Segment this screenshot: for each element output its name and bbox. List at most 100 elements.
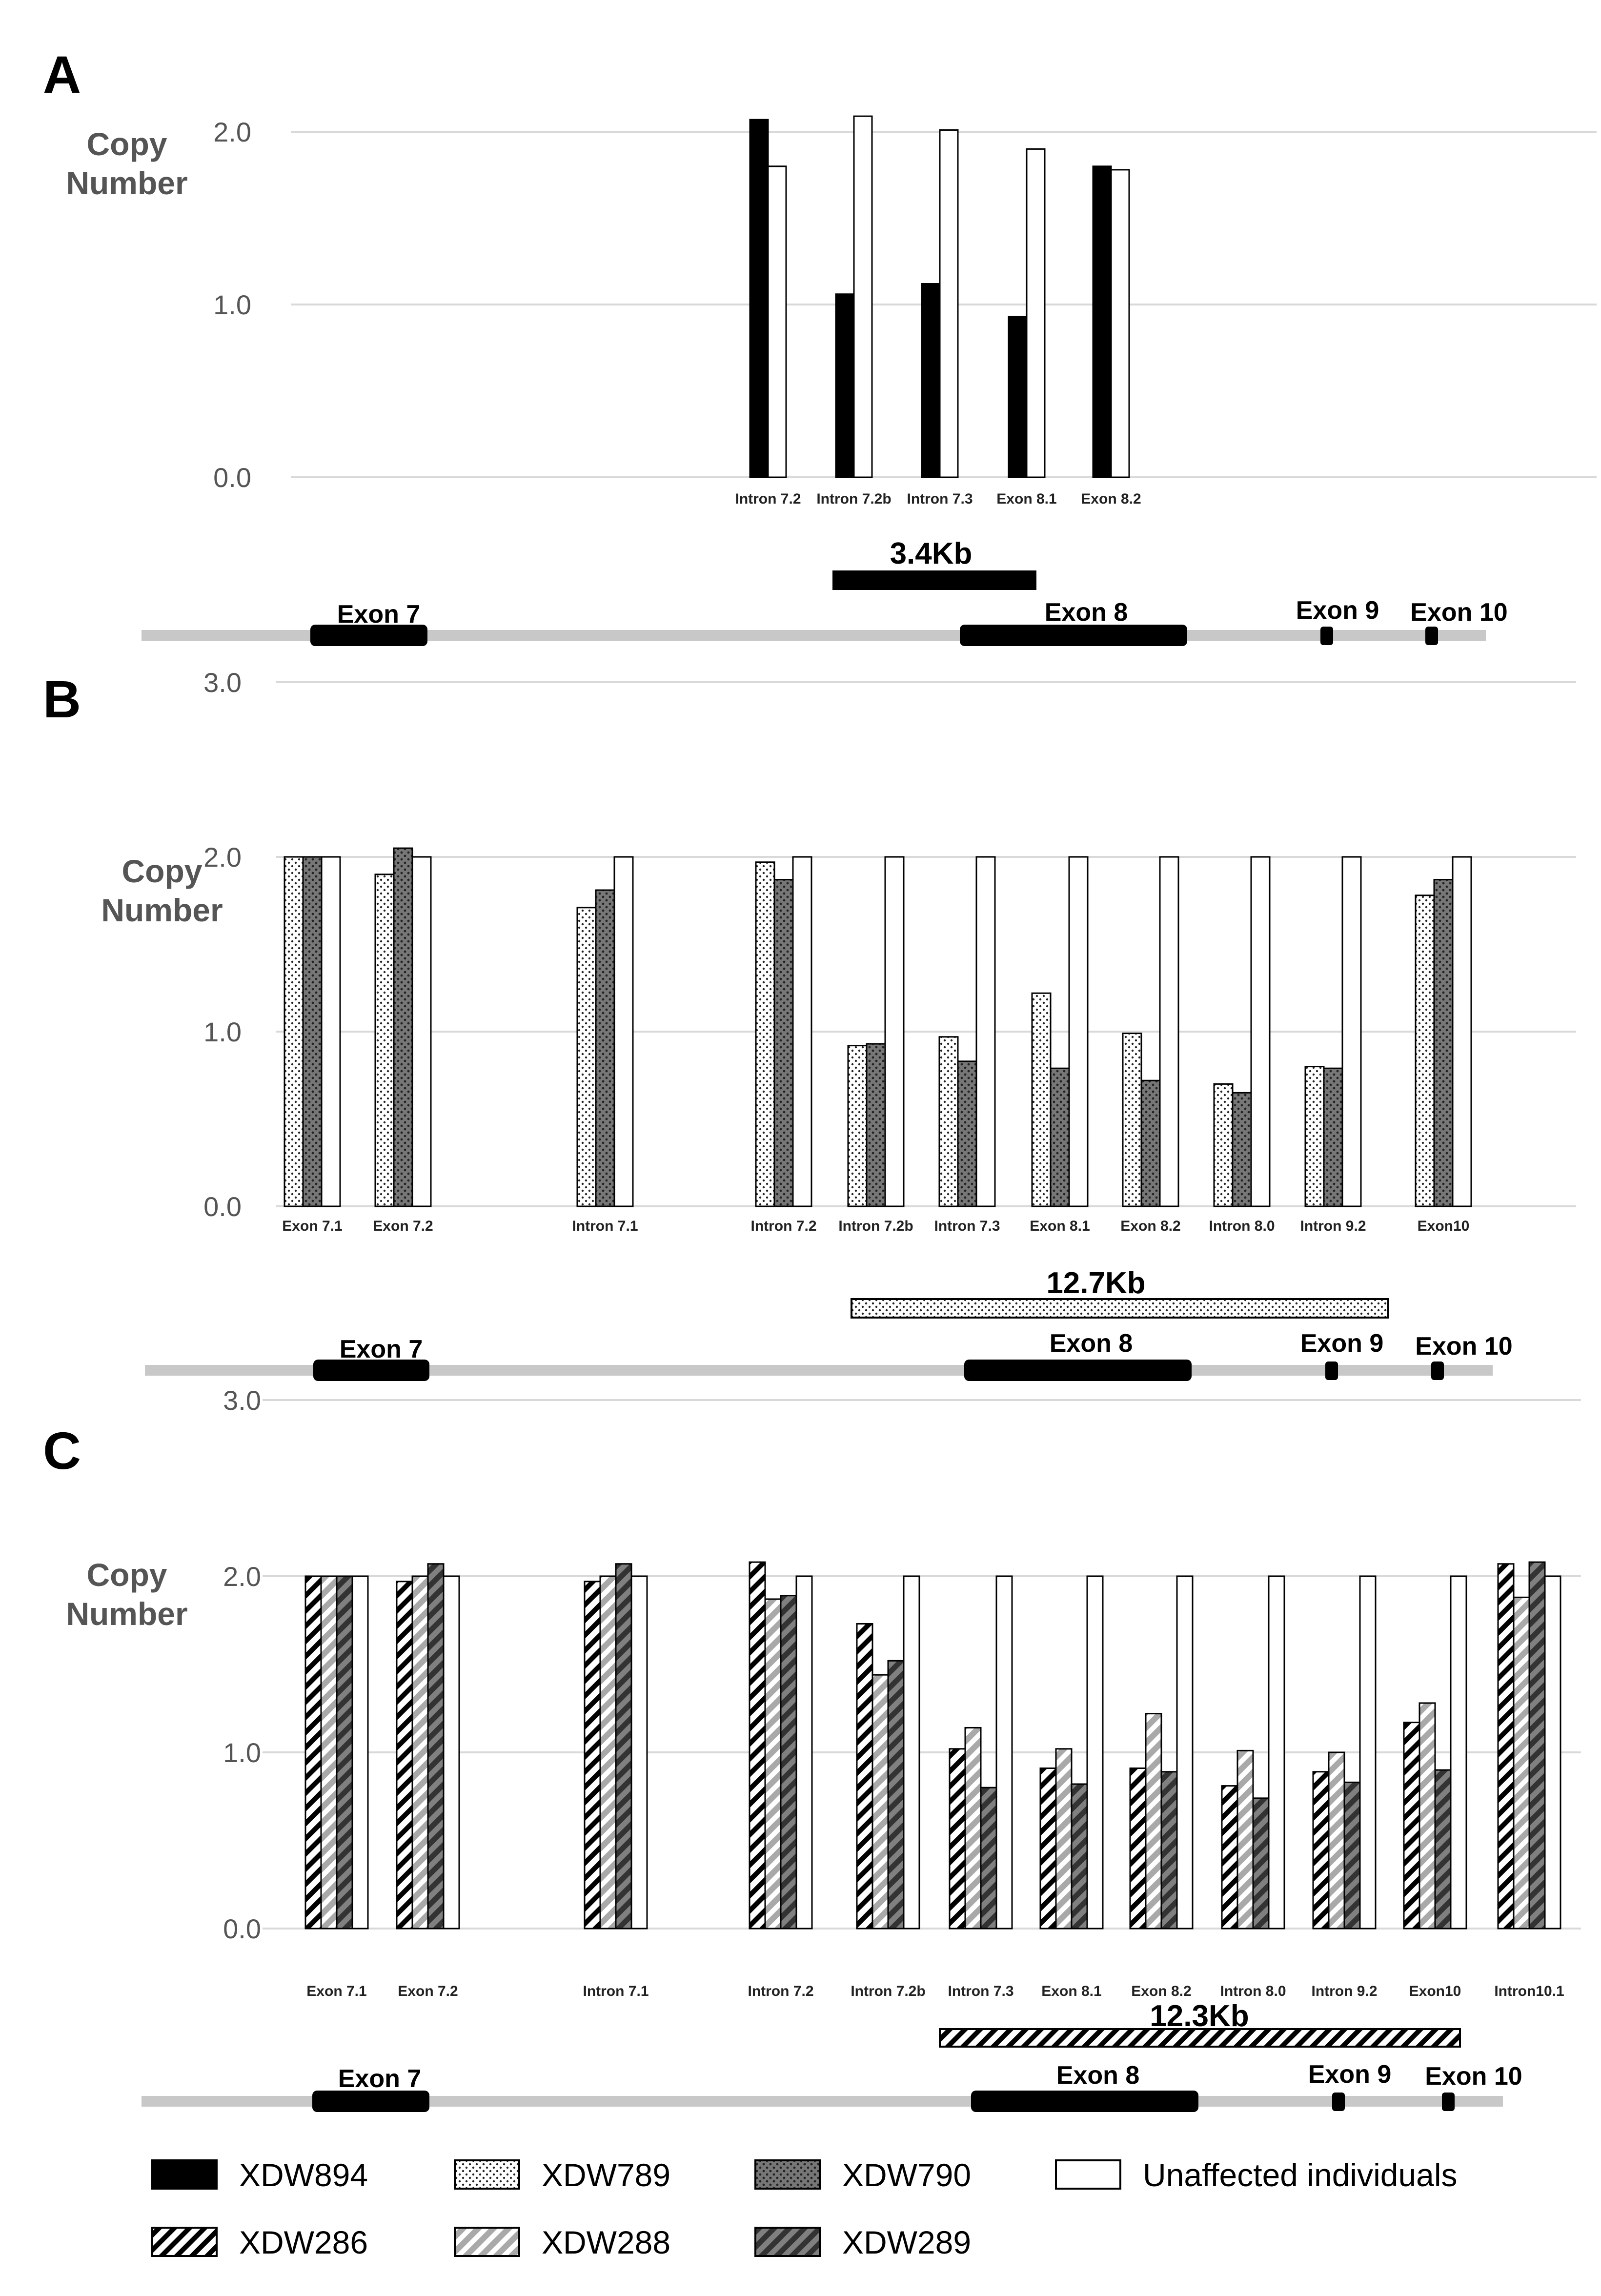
bar-xdw288-intron-9-2: [1328, 1751, 1345, 1930]
bar-xdw289-intron-7-2b: [887, 1660, 905, 1930]
y-axis-label-line1: Copy: [87, 126, 167, 162]
bar-xdw790-exon10: [1433, 879, 1454, 1207]
bar-xdw789-intron-8-0: [1213, 1083, 1234, 1207]
category-label: Intron 9.2: [1311, 1983, 1377, 1999]
category-label: Exon 8.2: [1120, 1218, 1180, 1234]
y-tick-label: 1.0: [223, 1737, 261, 1768]
exon-10-label: Exon 10: [1410, 598, 1507, 627]
bar-unaffected-individuals-intron-7-2: [792, 856, 812, 1207]
bar-xdw288-exon-8-2: [1145, 1713, 1162, 1930]
legend-label-xdw289: XDW289: [842, 2224, 971, 2260]
deletion-span-bar: [832, 570, 1036, 590]
category-label: Exon 7.2: [373, 1218, 433, 1234]
category-label: Intron 7.3: [934, 1218, 1000, 1234]
category-label: Intron 7.2b: [838, 1218, 913, 1234]
category-label: Intron 7.2: [748, 1983, 813, 1999]
bar-unaffected-individuals-intron10-1: [1544, 1575, 1561, 1930]
bar-xdw289-exon-8-2: [1160, 1771, 1178, 1930]
bar-xdw894-exon-8-2: [1092, 165, 1112, 478]
legend-label-xdw789: XDW789: [542, 2157, 670, 2193]
y-tick-label: 2.0: [213, 117, 251, 147]
category-label: Intron10.1: [1494, 1983, 1564, 1999]
bar-unaffected-individuals-intron-7-2: [767, 165, 787, 478]
bar-xdw790-intron-9-2: [1323, 1067, 1343, 1207]
bar-unaffected-individuals-exon-8-2: [1159, 856, 1179, 1207]
legend-label-xdw790: XDW790: [842, 2157, 971, 2193]
exon-8-block: [971, 2091, 1198, 2112]
deletion-span-label: 3.4Kb: [890, 537, 973, 570]
bar-unaffected-individuals-intron-7-2b: [884, 856, 905, 1207]
category-label: Exon 7.1: [306, 1983, 366, 1999]
y-tick-label: 1.0: [203, 1016, 242, 1047]
bar-unaffected-individuals-intron-7-2b: [903, 1575, 920, 1930]
bar-unaffected-individuals-exon-7-1: [351, 1575, 369, 1930]
bar-unaffected-individuals-intron-7-1: [613, 856, 634, 1207]
bar-xdw790-intron-7-1: [595, 889, 615, 1207]
panel-label-c: C: [43, 1421, 81, 1480]
category-label: Exon 7.2: [398, 1983, 458, 1999]
legend-swatch-xdw790: [754, 2159, 821, 2190]
bar-unaffected-individuals-intron-7-1: [630, 1575, 648, 1930]
exon-10-block: [1425, 627, 1438, 645]
bar-xdw289-intron-8-0: [1252, 1797, 1270, 1930]
bar-xdw286-intron-7-2b: [856, 1623, 873, 1930]
exon-7-label: Exon 7: [337, 600, 421, 629]
category-label: Intron 7.2b: [816, 491, 891, 507]
bar-unaffected-individuals-exon-8-1: [1026, 148, 1046, 478]
exon-10-label: Exon 10: [1425, 2062, 1522, 2091]
bar-xdw288-intron-8-0: [1236, 1749, 1254, 1930]
category-label: Intron 7.3: [907, 491, 973, 507]
bar-xdw790-intron-8-0: [1232, 1092, 1252, 1207]
exon-8-label: Exon 8: [1050, 1329, 1133, 1358]
exon-9-label: Exon 9: [1308, 2060, 1392, 2089]
category-label: Intron 7.1: [583, 1983, 649, 1999]
bar-xdw289-exon-7-2: [427, 1563, 445, 1930]
legend-swatch-unaffected-individuals: [1055, 2159, 1121, 2190]
exon-8-label: Exon 8: [1056, 2061, 1140, 2090]
bar-unaffected-individuals-exon-7-2: [411, 856, 432, 1207]
bar-unaffected-individuals-intron-7-2: [795, 1575, 813, 1930]
category-label: Exon 8.1: [1030, 1218, 1090, 1234]
y-axis-label-line2: Number: [66, 1596, 187, 1632]
category-label: Exon 7.1: [282, 1218, 342, 1234]
bar-unaffected-individuals-intron-9-2: [1341, 856, 1362, 1207]
bar-xdw790-intron-7-2: [773, 879, 794, 1207]
bar-unaffected-individuals-intron-8-0: [1250, 856, 1271, 1207]
bar-xdw288-intron-7-1: [599, 1575, 617, 1930]
legend-swatch-xdw286: [151, 2227, 218, 2257]
bar-xdw289-intron-7-1: [615, 1563, 632, 1930]
bar-xdw289-exon-7-1: [336, 1575, 353, 1930]
bar-xdw288-intron10-1: [1513, 1596, 1530, 1930]
bar-xdw289-exon-8-1: [1071, 1783, 1088, 1930]
y-tick-label: 2.0: [203, 842, 242, 873]
category-label: Intron 8.0: [1209, 1218, 1275, 1234]
bar-unaffected-individuals-exon-8-1: [1068, 856, 1089, 1207]
exon-10-block: [1431, 1361, 1444, 1380]
exon-8-block: [964, 1360, 1192, 1381]
category-label: Exon10: [1418, 1218, 1470, 1234]
bar-unaffected-individuals-exon-7-2: [443, 1575, 460, 1930]
bar-xdw789-exon-8-1: [1031, 992, 1052, 1207]
legend-swatch-xdw288: [454, 2227, 520, 2257]
y-tick-label: 0.0: [223, 1913, 261, 1944]
bar-unaffected-individuals-exon10: [1452, 856, 1472, 1207]
bar-xdw894-intron-7-2: [749, 119, 769, 478]
bar-unaffected-individuals-intron-8-0: [1268, 1575, 1285, 1930]
exon-9-block: [1320, 627, 1333, 645]
exon-9-label: Exon 9: [1296, 596, 1379, 625]
y-axis-label-line2: Number: [101, 892, 223, 928]
category-label: Exon10: [1409, 1983, 1461, 1999]
bar-xdw286-exon-8-2: [1129, 1767, 1147, 1930]
bar-xdw286-intron-7-3: [949, 1748, 966, 1930]
bar-unaffected-individuals-intron-9-2: [1359, 1575, 1377, 1930]
bar-xdw286-intron-8-0: [1221, 1785, 1238, 1930]
bar-xdw789-exon10: [1415, 894, 1435, 1207]
category-label: Intron 7.2b: [851, 1983, 925, 1999]
bar-xdw790-exon-7-1: [302, 856, 323, 1207]
bar-xdw289-exon10: [1434, 1769, 1452, 1930]
bar-xdw789-exon-7-1: [284, 856, 304, 1207]
bar-xdw288-exon-8-1: [1055, 1748, 1073, 1930]
